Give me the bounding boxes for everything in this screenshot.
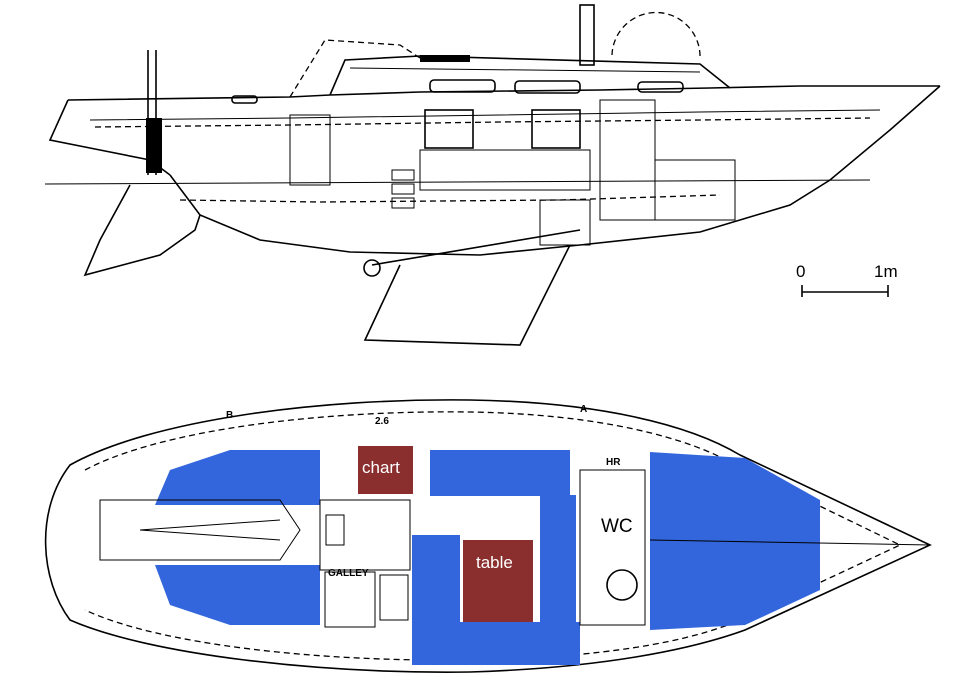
chart-table (358, 446, 413, 494)
settee-aft-seat (540, 495, 576, 625)
rudder (83, 184, 201, 277)
table-label: table (476, 553, 513, 572)
scale-bar-start-label: 0 (796, 262, 805, 281)
porthole (637, 81, 684, 93)
cabin-window (424, 109, 474, 149)
sheer-line (67, 85, 940, 101)
plan-view: GALLEY HR 2.6 B A chart table WC (44, 399, 932, 673)
bow-centreline (649, 539, 931, 546)
hull-inner (84, 411, 902, 661)
cabin-roof-line (349, 67, 701, 73)
galley-sink (325, 514, 345, 546)
waterline (44, 179, 871, 185)
hatch-slide (420, 55, 470, 62)
companionway (319, 499, 411, 571)
scale-bar-end-label: 1m (874, 262, 898, 281)
propeller (363, 259, 381, 277)
tiller (139, 519, 281, 541)
porthole (231, 95, 258, 104)
aft-berth-starboard (155, 450, 320, 505)
galley-counter (324, 571, 376, 628)
scale-bar: 0 1m (796, 262, 898, 297)
keel (363, 244, 571, 346)
drawer (391, 169, 415, 181)
small-dimension-label: 2.6 (375, 416, 389, 427)
interior-frame (599, 99, 656, 221)
hull-bottom (169, 85, 941, 256)
hanging-locker-label: HR (606, 457, 621, 468)
section-mark-aft: B (226, 410, 233, 421)
settee-port (412, 535, 580, 665)
v-berth (650, 452, 820, 630)
rudder-stock (146, 118, 162, 173)
saloon-table (463, 540, 533, 622)
interior-frame (419, 149, 591, 191)
wc-label: WC (601, 516, 633, 537)
interior-frame (654, 159, 736, 221)
interior-frame (289, 114, 331, 186)
wc-basin (606, 569, 638, 601)
radar-dome (611, 11, 701, 59)
wc-compartment (579, 469, 646, 626)
side-profile (44, 4, 941, 346)
drawer (391, 197, 415, 209)
settee-starboard (430, 450, 570, 496)
galley-stove (379, 574, 409, 621)
cabin-window (531, 109, 581, 149)
engine (539, 199, 591, 246)
drawer (391, 183, 415, 195)
chart-label: chart (362, 458, 400, 477)
mast (579, 4, 595, 66)
porthole (514, 80, 581, 94)
cockpit-well (99, 499, 301, 561)
sprayhood (289, 39, 421, 98)
porthole (429, 79, 496, 93)
sheer-stripe (89, 109, 881, 121)
bulkhead-dashes (179, 194, 721, 203)
galley-label: GALLEY (328, 568, 369, 579)
hull-outline (44, 399, 932, 673)
sheer-stripe (94, 117, 871, 128)
prop-shaft (371, 229, 581, 266)
section-mark-fwd: A (580, 404, 587, 415)
aft-berth-port (155, 565, 320, 625)
